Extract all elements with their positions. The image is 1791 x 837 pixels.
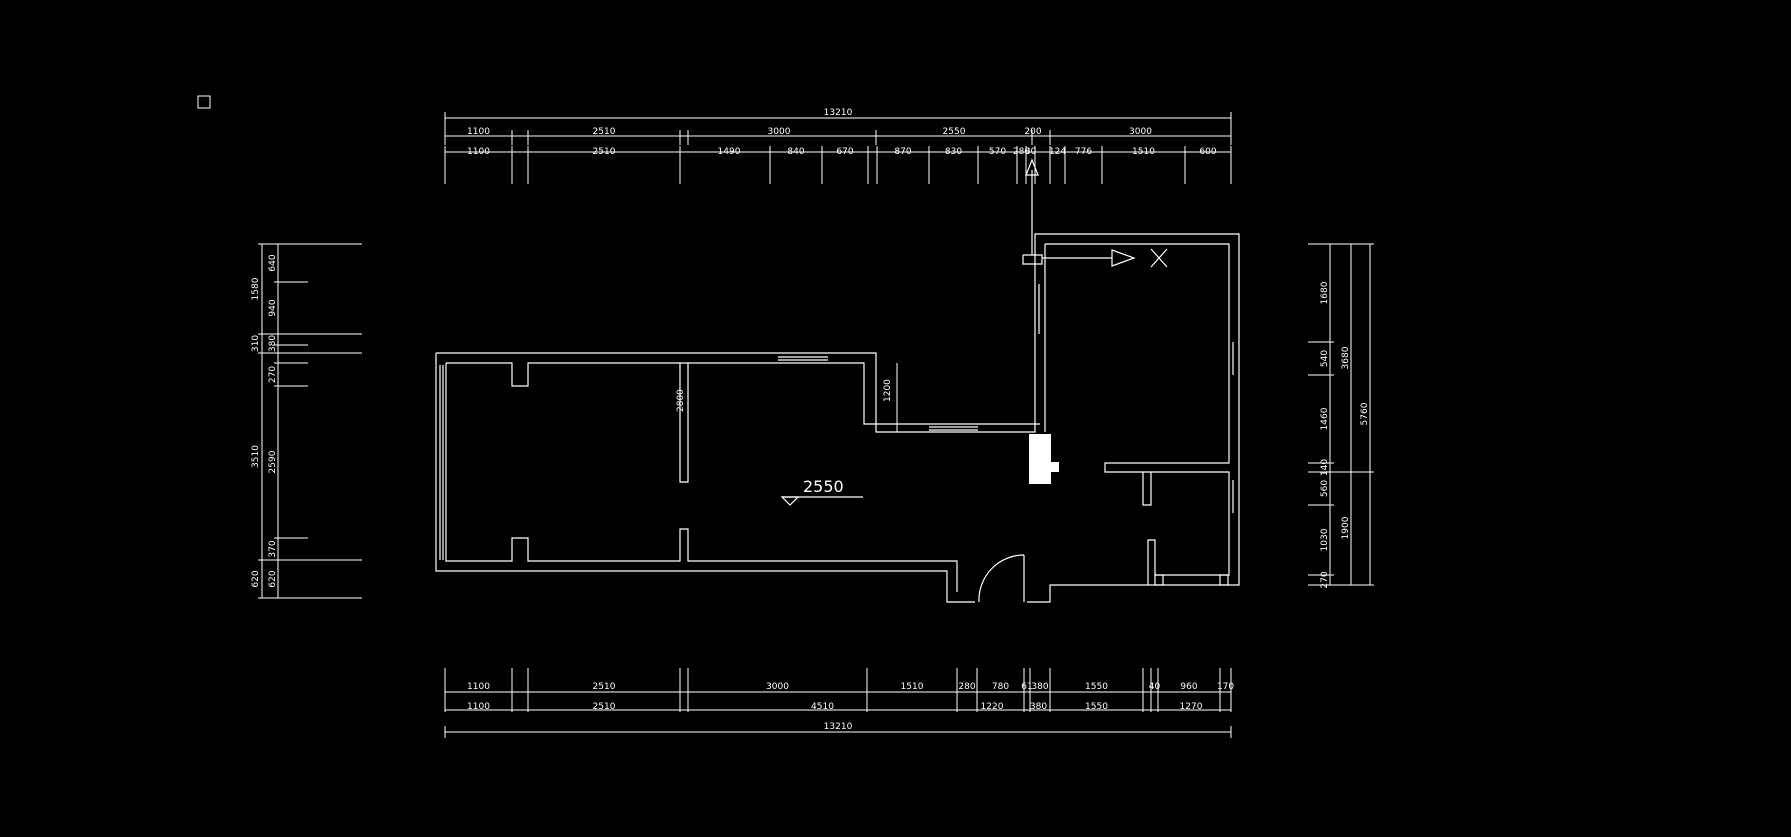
dim-label: 1100 bbox=[467, 147, 490, 157]
elevation-triangle-icon bbox=[780, 496, 800, 506]
dim-label: 776 bbox=[1075, 147, 1092, 157]
wall-outline bbox=[435, 158, 1240, 603]
dim-label: 670 bbox=[836, 147, 853, 157]
vent-box bbox=[1022, 254, 1043, 265]
dim-label: 170 bbox=[1217, 682, 1234, 692]
dim-label: 1490 bbox=[718, 147, 741, 157]
dim-label: 1510 bbox=[1132, 147, 1155, 157]
dim-label: 3510 bbox=[251, 445, 261, 468]
dim-label: 2550 bbox=[943, 127, 966, 137]
dim-label: 80 bbox=[1025, 147, 1037, 157]
dim-label: 280 bbox=[1013, 147, 1030, 157]
dim-label: 570 bbox=[989, 147, 1006, 157]
dim-label: 940 bbox=[268, 299, 278, 316]
dim-label: 1680 bbox=[1320, 281, 1330, 304]
dim-label: 270 bbox=[1320, 571, 1330, 588]
dim-label: 2590 bbox=[268, 450, 278, 473]
corner-post-right bbox=[1219, 574, 1229, 586]
dim-label: 1270 bbox=[1180, 702, 1203, 712]
dim-label: 620 bbox=[268, 570, 278, 587]
dim-label: 3680 bbox=[1341, 346, 1351, 369]
dim-label: 620 bbox=[251, 570, 261, 587]
outer-wall-lower bbox=[435, 353, 975, 603]
dim-label: 1100 bbox=[467, 702, 490, 712]
dim-label: 3000 bbox=[768, 127, 791, 137]
flow-arrow-icon bbox=[1111, 249, 1136, 267]
dim-label: 370 bbox=[268, 540, 278, 557]
dim-label: 640 bbox=[268, 254, 278, 271]
dim-total-right: 5760 bbox=[1360, 402, 1370, 425]
dim-label: 280 bbox=[958, 682, 975, 692]
cross-mark-icon-2 bbox=[1150, 248, 1168, 268]
dim-label: 1900 bbox=[1341, 516, 1351, 539]
dim-label: 540 bbox=[1320, 350, 1330, 367]
stub-wall bbox=[1142, 472, 1152, 506]
ucs-marker-icon bbox=[197, 95, 211, 109]
elevation-label: 2550 bbox=[803, 477, 844, 496]
dim-label: 1460 bbox=[1320, 407, 1330, 430]
dim-label: 1100 bbox=[467, 682, 490, 692]
corner-post-left bbox=[1154, 574, 1164, 586]
dim-label: 200 bbox=[1024, 127, 1041, 137]
dim-label: 600 bbox=[1199, 147, 1216, 157]
dim-label: 1550 bbox=[1085, 682, 1108, 692]
dim-label: 830 bbox=[945, 147, 962, 157]
dim-label: 40 bbox=[1149, 682, 1161, 692]
dim-label: 2510 bbox=[593, 682, 616, 692]
corridor-label: 1200 bbox=[883, 379, 893, 402]
dim-label: 380 bbox=[1031, 682, 1048, 692]
inner-wall-upper bbox=[446, 362, 1040, 425]
dim-label: 870 bbox=[894, 147, 911, 157]
dim-label: 140 bbox=[1320, 459, 1330, 476]
dim-label: 780 bbox=[992, 682, 1009, 692]
dim-total-top: 13210 bbox=[824, 108, 853, 118]
dim-label: 1100 bbox=[467, 127, 490, 137]
door-swing bbox=[978, 554, 1025, 603]
dim-label: 560 bbox=[1320, 480, 1330, 497]
dim-label: 3000 bbox=[766, 682, 789, 692]
dim-label: 3000 bbox=[1129, 127, 1152, 137]
dim-label: 124 bbox=[1049, 147, 1066, 157]
dim-label: 960 bbox=[1180, 682, 1197, 692]
column-notch bbox=[1051, 462, 1059, 472]
dim-label: 2510 bbox=[593, 127, 616, 137]
dim-label: 2510 bbox=[593, 702, 616, 712]
column-block bbox=[1029, 434, 1051, 484]
dim-label: 1220 bbox=[981, 702, 1004, 712]
dim-label: 2510 bbox=[593, 147, 616, 157]
dim-label: 380 bbox=[268, 335, 278, 352]
inner-wall-lower bbox=[445, 363, 958, 592]
partition-label: 2800 bbox=[676, 389, 686, 412]
dim-label: 270 bbox=[268, 366, 278, 383]
dim-label: 380 bbox=[1030, 702, 1047, 712]
dimension-lines bbox=[258, 112, 1374, 738]
dim-label: 1550 bbox=[1085, 702, 1108, 712]
dim-total-bottom: 13210 bbox=[824, 722, 853, 732]
dim-label: 840 bbox=[787, 147, 804, 157]
dim-label: 1580 bbox=[251, 277, 261, 300]
leader-arrow-icon bbox=[1025, 158, 1039, 176]
dim-label: 61 bbox=[1021, 682, 1032, 692]
dim-label: 1510 bbox=[901, 682, 924, 692]
partition-wall bbox=[679, 363, 689, 483]
dim-label: 310 bbox=[251, 335, 261, 352]
dim-label: 1030 bbox=[1320, 528, 1330, 551]
dim-label: 4510 bbox=[811, 702, 834, 712]
outer-wall-upper bbox=[436, 233, 1240, 603]
right-room-inner-wall bbox=[1045, 243, 1230, 585]
